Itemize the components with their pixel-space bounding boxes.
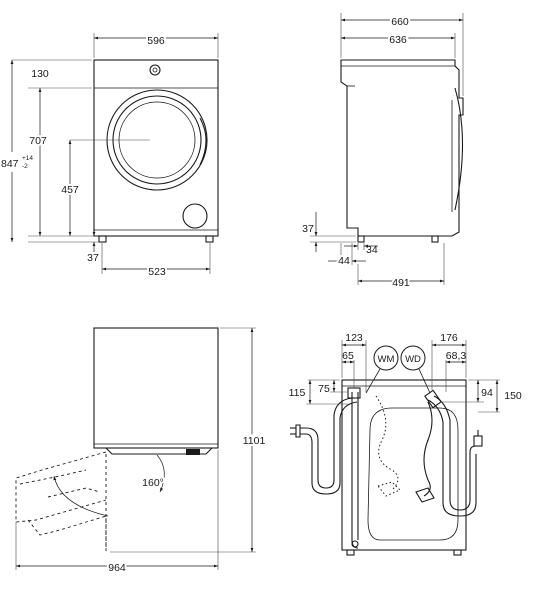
rear-view: WM WD 123 65 176 68,3 75 115 xyxy=(289,332,522,556)
dim-right-inlet-offset: 68,3 xyxy=(446,350,467,362)
dim-height-total: 847 +14 -2 xyxy=(0,152,34,172)
front-body xyxy=(93,59,219,237)
wd-internal-hose xyxy=(423,401,433,497)
wd-internal-hose-end xyxy=(415,487,435,503)
dim-lid-height: 130 xyxy=(31,68,49,80)
dim-feet-spacing: 523 xyxy=(148,266,166,278)
dim-door-bottom-height: 457 xyxy=(61,184,79,196)
drain-hose-right-b xyxy=(427,399,477,517)
dim-height-tol-plus: +14 xyxy=(22,155,33,162)
dim-right-total-gap: 150 xyxy=(504,390,522,402)
rear-panel xyxy=(367,407,459,541)
dim-left-inlet-offset: 65 xyxy=(342,350,354,362)
dim-front-foot-height: 37 xyxy=(87,252,99,264)
door-view-hinge-block xyxy=(186,449,200,455)
wm-internal-hose-end xyxy=(377,481,401,497)
door-opening-angle: 160° xyxy=(142,477,164,489)
dim-side-foot-height: 37 xyxy=(302,223,314,235)
wd-leader xyxy=(418,368,431,394)
side-foot-front xyxy=(431,235,439,243)
rear-body xyxy=(341,379,467,551)
service-flap xyxy=(182,203,208,229)
dim-left-total-gap: 115 xyxy=(289,387,306,399)
dim-door-width-open: 964 xyxy=(108,562,126,574)
dim-side-feet-depth: 491 xyxy=(392,277,410,289)
dim-side-foot-offset: 44 xyxy=(338,255,350,267)
dim-side-depth-total: 660 xyxy=(391,16,409,28)
rear-foot-right xyxy=(453,549,462,556)
dim-front-width: 596 xyxy=(147,35,165,47)
front-view: 596 130 707 847 +14 -2 457 37 523 xyxy=(0,33,219,280)
side-body xyxy=(340,59,464,237)
side-view: 660 636 37 34 44 491 xyxy=(302,13,464,291)
door-open-mid xyxy=(47,487,101,498)
wm-bubble xyxy=(373,345,399,371)
dim-side-foot-width: 34 xyxy=(366,244,378,256)
angle-arc-right xyxy=(156,454,165,493)
wm-leader xyxy=(365,368,381,394)
door-view: 160° 1101 964 xyxy=(15,327,267,576)
dim-side-depth-body: 636 xyxy=(389,34,407,46)
inlet-fitting-right xyxy=(424,389,442,409)
program-knob xyxy=(149,64,161,76)
inlet-hose-left-end xyxy=(295,424,301,438)
dim-door-center-height: 707 xyxy=(29,135,47,147)
wd-bubble xyxy=(400,345,426,371)
door-open-outline xyxy=(15,451,107,523)
door-open-inner xyxy=(19,469,87,485)
side-door-bulge xyxy=(454,87,464,211)
front-foot-left xyxy=(98,235,107,243)
front-foot-right xyxy=(205,235,214,243)
inlet-hose-left xyxy=(300,397,353,489)
drain-hose-left-cap xyxy=(351,540,359,548)
inlet-hose-left-b xyxy=(300,401,358,495)
dim-left-hose-offset: 123 xyxy=(345,332,363,344)
drain-hose-right xyxy=(433,395,477,511)
angle-arc-left xyxy=(53,475,109,517)
wm-internal-hose xyxy=(375,395,399,491)
door-handle xyxy=(199,117,207,166)
dim-height-tol-minus: -2 xyxy=(22,163,28,170)
drain-hose-left xyxy=(351,392,359,549)
dim-height-main: 847 xyxy=(1,158,19,170)
door-view-body xyxy=(93,327,219,449)
dim-right-top-gap: 94 xyxy=(481,387,493,399)
dim-left-top-gap: 75 xyxy=(318,383,330,395)
program-knob-center xyxy=(152,67,158,73)
rear-foot-left xyxy=(346,549,355,556)
dim-height-bg xyxy=(0,152,34,172)
drain-hose-right-end xyxy=(473,435,483,447)
dim-right-hose-offset: 176 xyxy=(440,332,458,344)
wm-bubble-label: WM xyxy=(378,354,395,365)
wd-bubble-label: WD xyxy=(405,354,421,365)
dim-door-height-open: 1101 xyxy=(243,435,266,447)
door-view-hinge xyxy=(105,447,213,455)
door-open-lower xyxy=(27,515,107,552)
side-foot-back xyxy=(357,235,365,243)
